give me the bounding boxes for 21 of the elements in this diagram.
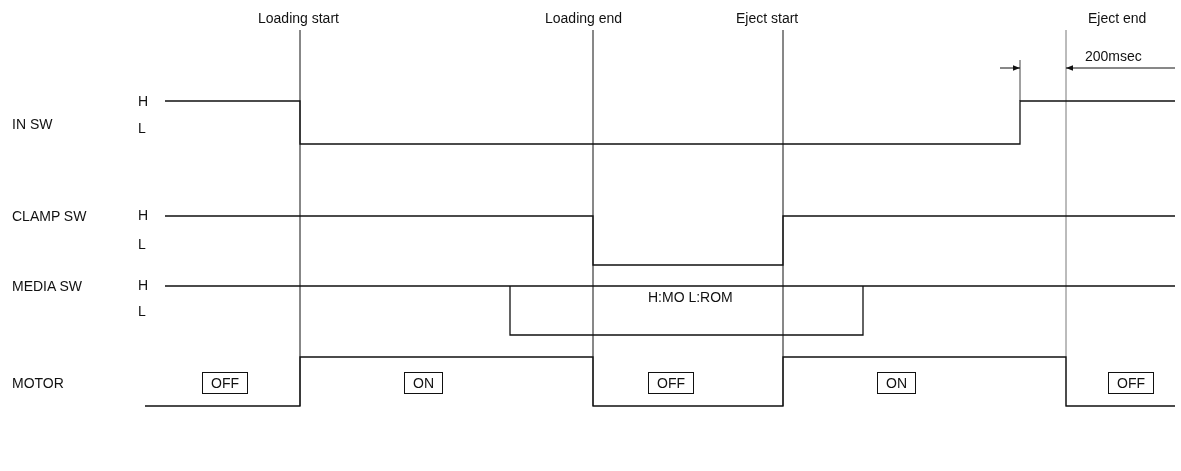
level-label: H [138,93,149,109]
signal-name: MOTOR [12,375,64,391]
level-label: L [138,303,146,319]
state-box: ON [404,372,443,394]
signal-name: IN SW [12,116,53,132]
state-label: H:MO L:ROM [648,289,733,305]
signal-name: CLAMP SW [12,208,87,224]
state-box: OFF [202,372,248,394]
event-label: Loading end [545,10,623,26]
signal-name: MEDIA SW [12,278,82,294]
level-label: H [138,207,149,223]
level-label: L [138,120,146,136]
dimension-label: 200msec [1085,48,1142,64]
level-label: L [138,236,146,252]
state-box: OFF [648,372,694,394]
state-box: OFF [1108,372,1154,394]
level-label: H [138,277,149,293]
event-label: Eject start [736,10,799,26]
event-label: Eject end [1088,10,1147,26]
state-box: ON [877,372,916,394]
event-label: Loading start [258,10,339,26]
